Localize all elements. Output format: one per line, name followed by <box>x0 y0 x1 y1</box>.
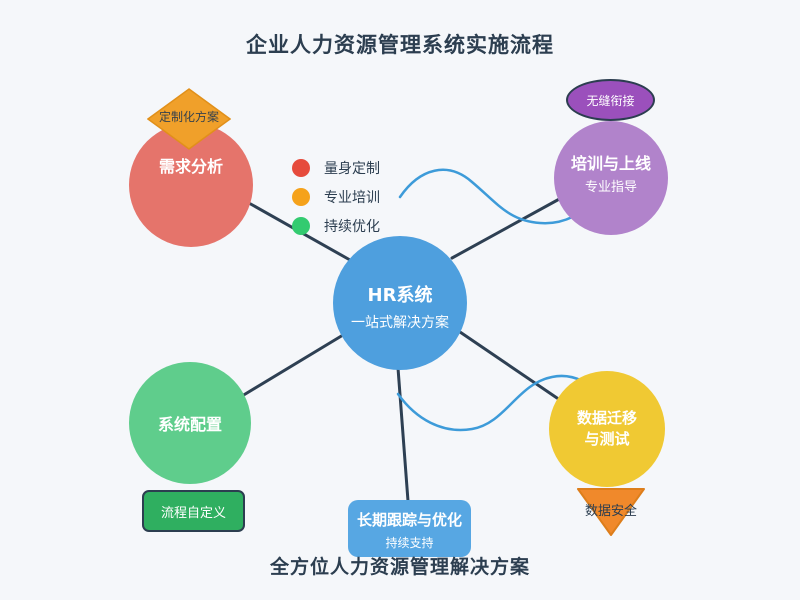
legend-item-optimize: 持续优化 <box>292 217 412 235</box>
node-center-circle: HR系统 一站式解决方案 <box>333 236 467 370</box>
badge-config-rect: 流程自定义 <box>142 490 245 532</box>
legend-label: 量身定制 <box>324 161 380 177</box>
legend: 量身定制 专业培训 持续优化 <box>292 159 412 246</box>
node-tracking-subtitle: 持续支持 <box>385 536 434 550</box>
badge-training-label: 无缝衔接 <box>586 93 635 108</box>
badge-migration-triangle <box>577 488 645 536</box>
node-training-subtitle: 专业指导 <box>584 180 637 195</box>
node-tracking-label: 长期跟踪与优化 <box>356 511 462 529</box>
connector-center-to-config <box>240 330 350 398</box>
node-config-circle: 系统配置 <box>129 362 251 484</box>
badge-migration-label: 数据安全 <box>584 504 637 519</box>
legend-label: 专业培训 <box>324 190 380 206</box>
badge-analysis-diamond <box>147 88 231 150</box>
connector-center-to-tracking <box>396 366 410 503</box>
node-migration-label: 数据迁移 与测试 <box>577 408 637 450</box>
diamond-shape <box>147 88 231 150</box>
center-node-title: HR系统 <box>367 285 433 306</box>
node-migration-circle: 数据迁移 与测试 <box>549 371 665 487</box>
node-migration-label-line2: 与测试 <box>584 430 630 448</box>
badge-config-label: 流程自定义 <box>160 505 226 521</box>
node-training-label: 培训与上线 <box>570 154 651 173</box>
legend-item-training: 专业培训 <box>292 188 412 206</box>
legend-item-custom: 量身定制 <box>292 159 412 177</box>
center-node-subtitle: 一站式解决方案 <box>351 315 449 331</box>
connector-center-to-training <box>450 195 565 260</box>
legend-dot-red <box>292 159 310 177</box>
node-training-circle: 培训与上线 专业指导 <box>554 121 668 235</box>
legend-label: 持续优化 <box>324 219 380 235</box>
footer-caption: 全方位人力资源管理解决方案 <box>269 556 530 578</box>
legend-dot-orange <box>292 188 310 206</box>
page-title: 企业人力资源管理系统实施流程 <box>246 33 554 57</box>
node-migration-label-line1: 数据迁移 <box>576 409 637 427</box>
node-tracking-rect: 长期跟踪与优化 持续支持 <box>348 500 471 557</box>
badge-analysis-label: 定制化方案 <box>158 110 219 124</box>
node-analysis-label: 需求分析 <box>158 157 223 176</box>
legend-dot-green <box>292 217 310 235</box>
node-config-label: 系统配置 <box>157 415 222 434</box>
triangle-down-shape <box>577 488 645 536</box>
connector-center-to-migration <box>458 330 559 400</box>
badge-training-ellipse: 无缝衔接 <box>566 79 655 121</box>
